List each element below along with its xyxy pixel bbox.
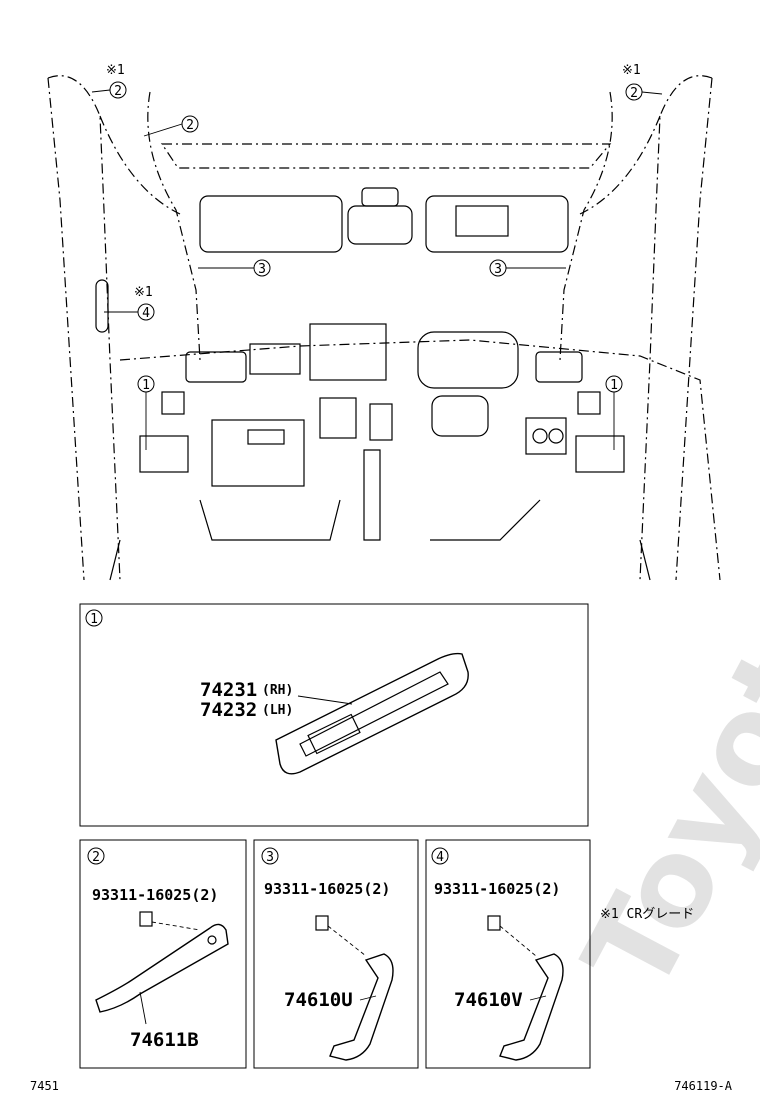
- panel-4: 4 93311-16025(2) 74610V: [425, 839, 591, 1069]
- callout-2-topright: 2: [630, 86, 638, 101]
- part-side-lh: (LH): [262, 703, 293, 718]
- footer-right: 746119-A: [674, 1079, 733, 1093]
- callout-2-topleft: 2: [114, 84, 122, 99]
- note-mark-topright: ※1: [622, 63, 641, 78]
- screw-icon: [315, 915, 329, 931]
- panel-3: 3 93311-16025(2) 74610U: [253, 839, 419, 1069]
- note-mark-four: ※1: [134, 285, 153, 300]
- callout-1-right: 1: [610, 378, 618, 393]
- grip-illustration-u: [329, 953, 394, 1061]
- screw-icon: [139, 911, 153, 927]
- switch-base-illustration: [275, 652, 469, 775]
- grip-illustration-v: [499, 953, 564, 1061]
- screw-icon: [487, 915, 501, 931]
- part-side-rh: (RH): [262, 683, 293, 698]
- footer-left: 7451: [30, 1079, 59, 1093]
- watermark: ToyotaCarMe.ru: [558, 7, 760, 1014]
- panel-4-screw: 93311-16025(2): [434, 880, 560, 898]
- panel-4-index: 4: [436, 850, 444, 865]
- panel-2: 2 93311-16025(2) 74611B: [79, 839, 247, 1069]
- panel-4-part: 74610V: [454, 989, 523, 1011]
- callout-3-left: 3: [258, 262, 266, 277]
- overview-callouts: ※1 2 2 3 3 ※1 4 1 1 ※1 2: [91, 63, 663, 450]
- note-mark-topleft: ※1: [106, 63, 125, 78]
- panel-2-part: 74611B: [130, 1029, 199, 1051]
- panel-1-index: 1: [90, 612, 98, 627]
- panel-2-screw: 93311-16025(2): [92, 886, 218, 904]
- panel-1: 1 74231 (RH) 74232 (LH): [79, 603, 589, 827]
- cabin-overview: [47, 75, 721, 581]
- callout-1-left: 1: [142, 378, 150, 393]
- part-number-74231: 74231: [200, 679, 257, 701]
- panel-3-part: 74610U: [284, 989, 353, 1011]
- part-number-74232: 74232: [200, 699, 257, 721]
- callout-2-pillar: 2: [186, 118, 194, 133]
- callout-4: 4: [142, 306, 150, 321]
- grip-illustration: [95, 923, 229, 1013]
- panel-2-index: 2: [92, 850, 100, 865]
- panel-3-index: 3: [266, 850, 274, 865]
- callout-3-right: 3: [494, 262, 502, 277]
- panel-3-screw: 93311-16025(2): [264, 880, 390, 898]
- grade-note: ※1 CRグレード: [600, 907, 694, 922]
